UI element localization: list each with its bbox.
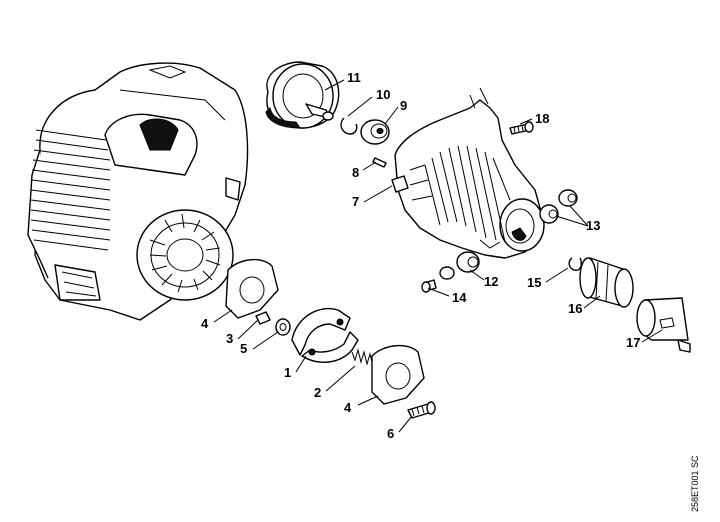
- callout-9: 9: [400, 98, 407, 113]
- flywheel: [136, 209, 234, 301]
- bushing-12: [439, 251, 480, 280]
- spring-2: [351, 348, 374, 367]
- callout-10: 10: [376, 87, 390, 102]
- leader-lines: [213, 79, 663, 433]
- callout-2: 2: [314, 385, 321, 400]
- callout-3: 3: [226, 331, 233, 346]
- cooling-fins: [30, 129, 111, 251]
- callout-12: 12: [484, 274, 498, 289]
- clutch-drum: [265, 61, 340, 129]
- callout-7: 7: [352, 194, 359, 209]
- callout-18: 18: [535, 111, 549, 126]
- callout-4b: 4: [344, 400, 352, 415]
- callout-1: 1: [284, 365, 291, 380]
- callout-11: 11: [347, 70, 361, 85]
- sleeve: [636, 297, 691, 353]
- pin: [372, 157, 387, 168]
- callouts: 1 2 3 4 4 5 6 7 8 9 10 11 12 13 14 15 16…: [201, 70, 640, 441]
- drawing-code: 258ET001 SC: [690, 455, 700, 512]
- callout-6: 6: [387, 426, 394, 441]
- callout-13: 13: [586, 218, 600, 233]
- callout-14: 14: [452, 290, 467, 305]
- screw-6: [407, 401, 436, 419]
- callout-17: 17: [626, 335, 640, 350]
- gear-housing: [391, 87, 545, 259]
- clutch-carrier-4b: [371, 345, 425, 405]
- callout-15: 15: [527, 275, 541, 290]
- clutch-shoes: [291, 308, 359, 363]
- clutch-carrier-4a: [225, 259, 279, 319]
- engine-housing: [27, 62, 249, 321]
- bushing-3: [255, 311, 271, 325]
- circlip: [340, 117, 358, 135]
- callout-5: 5: [240, 341, 247, 356]
- circlip-15: [568, 257, 583, 271]
- callout-8: 8: [352, 165, 359, 180]
- ball-bearing: [360, 119, 390, 145]
- screw-14: [421, 279, 437, 293]
- clamp-tube: [579, 257, 634, 308]
- washer-5: [275, 318, 291, 336]
- callout-4a: 4: [201, 316, 209, 331]
- screw-18: [509, 121, 534, 135]
- callout-16: 16: [568, 301, 582, 316]
- bushing-13: [539, 189, 578, 224]
